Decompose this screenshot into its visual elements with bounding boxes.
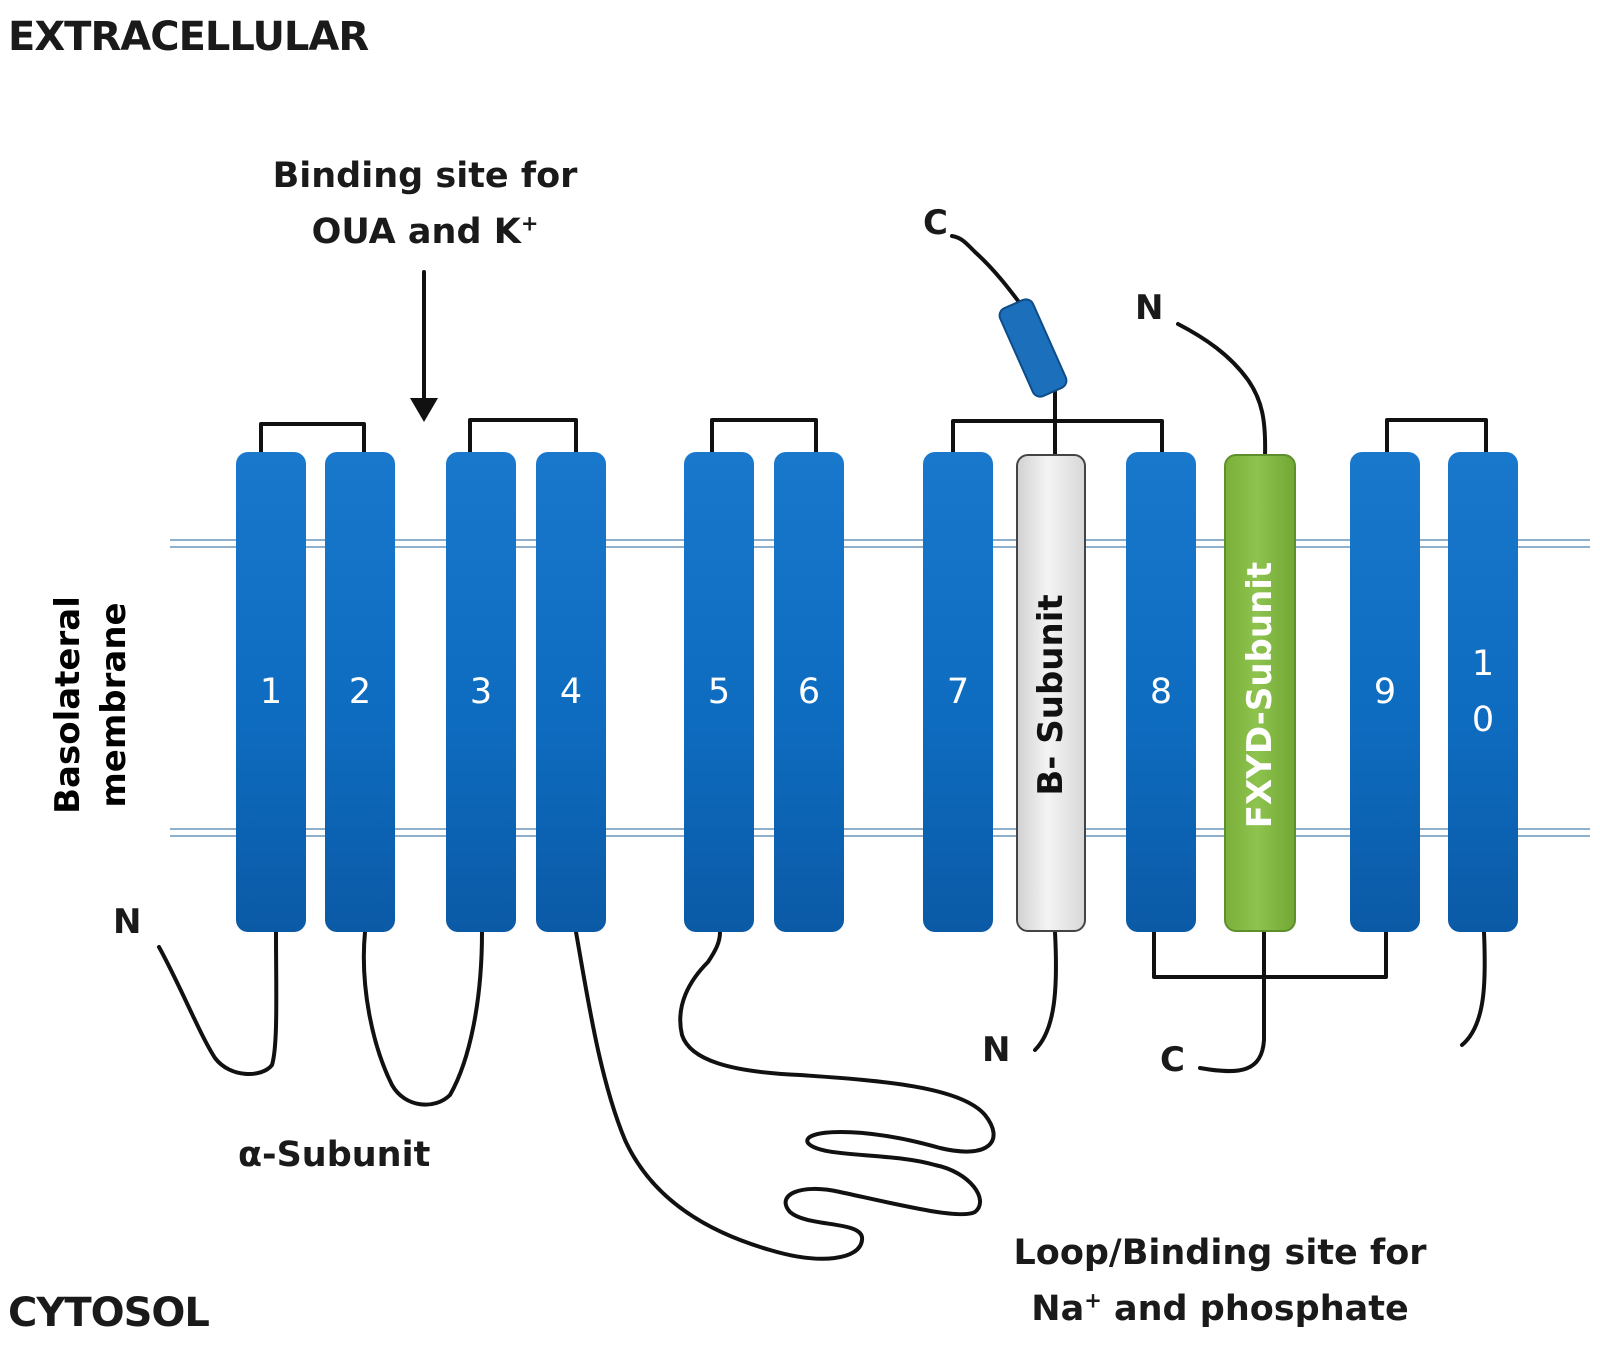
fxyd-n-terminus: N (1135, 288, 1164, 328)
binding-site-ouak-line2-main: OUA and K (311, 212, 521, 252)
loop-8-9-cyto (1152, 930, 1388, 979)
beta-n-tail (1033, 930, 1058, 1052)
helix-1-number: 1 (259, 672, 283, 712)
membrane-label-line1: Basolateral (48, 596, 88, 814)
loop-9-10 (1385, 418, 1488, 454)
binding-site-na-line2-main: Na (1031, 1289, 1085, 1329)
loop-4-5-big (574, 930, 996, 1261)
helix-2-number: 2 (348, 672, 372, 712)
membrane-label: Basolateral membrane (40, 585, 140, 825)
alpha-subunit-label: α-Subunit (238, 1135, 431, 1175)
binding-site-na-line1: Loop/Binding site for (1013, 1233, 1427, 1273)
binding-site-na-line2: Na+ and phosphate (1000, 1281, 1440, 1337)
helix-9: 9 (1350, 452, 1420, 932)
alpha-n-terminus: N (113, 902, 142, 942)
loop-7-8 (951, 419, 1164, 454)
binding-site-na-label: Loop/Binding site for Na+ and phosphate (1000, 1225, 1440, 1337)
loop-1-2 (259, 422, 366, 454)
cytosol-label: CYTOSOL (8, 1290, 210, 1336)
beta-c-tail (950, 234, 1027, 312)
binding-site-ouak-label: Binding site for OUA and K+ (260, 148, 590, 260)
helix-7-number: 7 (946, 672, 970, 712)
helix-10-number-2: 0 (1471, 700, 1495, 740)
binding-site-ouak-line2: OUA and K+ (260, 204, 590, 260)
helix-3-number: 3 (469, 672, 493, 712)
loop-2-3-cyto (361, 930, 484, 1107)
glycosylation-site (998, 298, 1068, 398)
binding-site-na-sup: + (1084, 1288, 1102, 1313)
fxyd-n-tail (1176, 322, 1268, 458)
helix-10-tail (1460, 930, 1487, 1047)
binding-site-na-line2-rest: and phosphate (1101, 1289, 1409, 1329)
helix-1: 1 (236, 452, 306, 932)
helix-2: 2 (325, 452, 395, 932)
fxyd-c-tail (1198, 930, 1266, 1074)
binding-site-ouak-line1: Binding site for (272, 156, 578, 196)
loop-5-6 (710, 418, 818, 454)
helix-3: 3 (446, 452, 516, 932)
helix-5-number: 5 (707, 672, 731, 712)
fxyd-c-terminus: C (1160, 1040, 1185, 1080)
helix-6: 6 (774, 452, 844, 932)
helix-9-number: 9 (1373, 672, 1397, 712)
fxyd-subunit: FXYD-Subunit (1224, 454, 1296, 932)
beta-n-terminus: N (982, 1030, 1011, 1070)
helix-6-number: 6 (797, 672, 821, 712)
helix-10-number-1: 1 (1471, 644, 1495, 684)
helix-7: 7 (923, 452, 993, 932)
extracellular-label: EXTRACELLULAR (8, 14, 369, 60)
helix-8-number: 8 (1149, 672, 1173, 712)
beta-c-terminus: C (923, 203, 948, 243)
binding-arrow-head (410, 398, 438, 422)
beta-subunit-label: B- Subunit (1031, 594, 1071, 796)
beta-subunit: B- Subunit (1016, 454, 1086, 932)
loop-3-4 (468, 418, 578, 454)
helix-8: 8 (1126, 452, 1196, 932)
helix-4-number: 4 (559, 672, 583, 712)
membrane-label-line2: membrane (94, 602, 134, 808)
helix-4: 4 (536, 452, 606, 932)
binding-site-ouak-sup: + (520, 211, 539, 236)
helix-10: 1 0 (1448, 452, 1518, 932)
fxyd-subunit-label: FXYD-Subunit (1240, 561, 1280, 829)
helix-5: 5 (684, 452, 754, 932)
alpha-n-tail (157, 930, 279, 1077)
